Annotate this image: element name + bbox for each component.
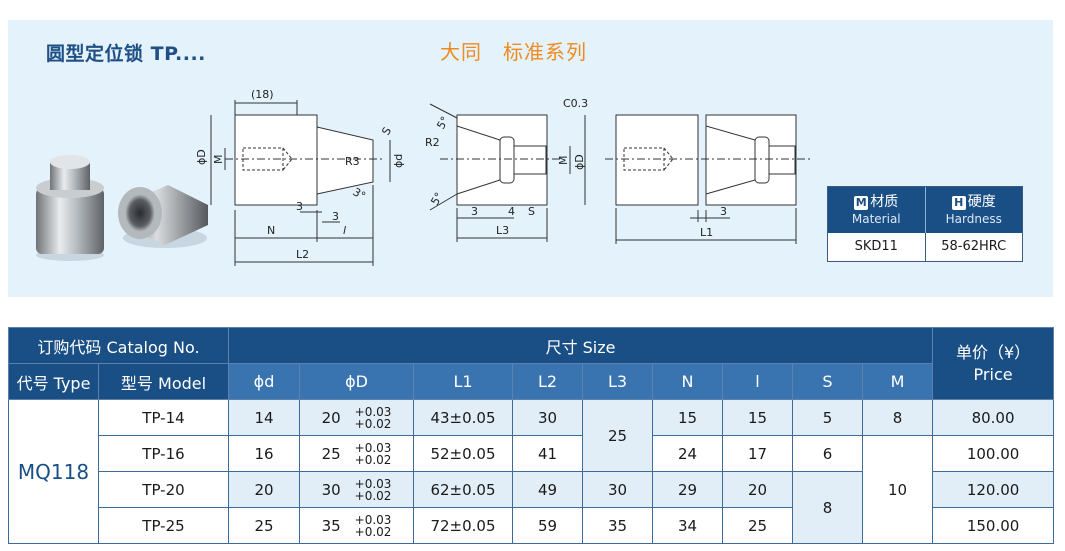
dim-angle-5b-label: 5° [428, 190, 446, 207]
col-N-header: N [652, 363, 723, 400]
N-cell: 24 [652, 435, 723, 472]
model-cell: TP-20 [98, 471, 229, 508]
d-cell: 16 [228, 435, 300, 472]
dim-l-label: l [343, 224, 346, 237]
dim-phiD-label: ϕD [195, 149, 208, 165]
col-d-header: ϕd [228, 363, 300, 400]
L2-cell: 30 [512, 399, 583, 436]
M-cell-merged: 10 [861, 435, 934, 544]
col-S-header: S [792, 363, 863, 400]
D-cell: 30+0.03+0.02 [299, 471, 414, 508]
D-cell: 35+0.03+0.02 [299, 507, 414, 544]
table-row: TP-16 16 25+0.03+0.02 52±0.05 41 24 17 6… [9, 435, 1055, 544]
d-cell: 25 [228, 507, 300, 544]
dim-L3-label: L3 [496, 224, 509, 237]
dim-M2-label: M [557, 156, 570, 166]
model-cell: TP-25 [98, 507, 229, 544]
col-M-header: M [861, 363, 934, 400]
L1-cell: 43±0.05 [413, 399, 513, 436]
col-D-header: ϕD [299, 363, 414, 400]
col-L1-header: L1 [413, 363, 513, 400]
d-cell: 20 [228, 471, 300, 508]
price-cell: 150.00 [932, 507, 1055, 544]
dim-phid-label: ϕd [392, 154, 405, 168]
L3-cell: 30 [582, 471, 653, 508]
catalog-no-header: 订购代码 Catalog No. [8, 327, 229, 364]
L3-cell-merged: 25 [582, 399, 653, 472]
L3-cell: 35 [582, 507, 653, 544]
dim-R3-label: R3 [345, 155, 360, 168]
series-title: 大同 标准系列 [440, 40, 587, 64]
type-value: MQ118 [8, 399, 99, 544]
product-title: 圆型定位锁 TP.... [46, 43, 206, 65]
technical-drawing: (18) ϕD M R3 ϕd S 3° 3 3 N l L2 C0.3 R2 … [36, 88, 810, 266]
l-cell: 20 [722, 471, 793, 508]
bushing-photo [118, 185, 208, 248]
spec-table: 订购代码 Catalog No. 尺寸 Size 单价（¥） Price 代号 … [8, 327, 1055, 544]
l-cell: 15 [722, 399, 793, 436]
N-cell: 29 [652, 471, 723, 508]
size-header: 尺寸 Size [227, 327, 934, 364]
hardness-value: 58-62HRC [924, 233, 1023, 261]
S-cell: 6 [792, 435, 863, 472]
assembly-drawing [605, 114, 810, 244]
type-header: 代号 Type [8, 363, 99, 400]
dim-3a-label: 3 [296, 200, 303, 213]
price-cell: 80.00 [932, 399, 1055, 436]
D-cell: 25+0.03+0.02 [299, 435, 414, 472]
S-cell: 5 [792, 399, 863, 436]
N-cell: 15 [652, 399, 723, 436]
M-cell: 8 [861, 399, 934, 436]
dim-L2-label: L2 [296, 248, 309, 261]
col-L3-header: L3 [582, 363, 653, 400]
price-header: 单价（¥） Price [932, 327, 1055, 400]
dim-3b-label: 3 [332, 210, 339, 223]
dim-3c-label: 3 [471, 205, 478, 218]
dim-L1-label: L1 [700, 226, 713, 239]
dim-C03-label: C0.3 [563, 97, 588, 110]
l-cell: 17 [722, 435, 793, 472]
material-letter-icon: M [854, 196, 869, 210]
L2-cell: 49 [512, 471, 583, 508]
D-cell: 20+0.03+0.02 [299, 399, 414, 436]
dim-4-label: 4 [508, 205, 515, 218]
pin-photo [36, 155, 104, 261]
hardness-letter-icon: H [951, 196, 966, 210]
dim-R2-label: R2 [425, 136, 440, 149]
S-cell-merged: 8 [792, 471, 863, 544]
L1-cell: 62±0.05 [413, 471, 513, 508]
dim-S-label: S [379, 125, 394, 138]
dim-phiD2-label: ϕD [573, 154, 586, 170]
bushing-drawing [429, 103, 586, 242]
table-row: MQ118 TP-14 14 20+0.03+0.02 43±0.05 30 2… [8, 399, 1055, 544]
L1-cell: 72±0.05 [413, 507, 513, 544]
L2-cell: 59 [512, 507, 583, 544]
l-cell: 25 [722, 507, 793, 544]
dim-18-label: (18) [251, 88, 274, 101]
dim-M-label: M [212, 155, 225, 165]
table-row: TP-20 20 30+0.03+0.02 62±0.05 49 30 29 2… [9, 471, 1055, 544]
model-cell: TP-14 [98, 399, 229, 436]
table-row: TP-25 25 35+0.03+0.02 72±0.05 59 35 34 2… [9, 507, 1055, 544]
dim-N-label: N [267, 224, 275, 237]
dim-angle-5a-label: 5° [434, 114, 452, 131]
model-header: 型号 Model [98, 363, 229, 400]
L1-cell: 52±0.05 [413, 435, 513, 472]
dim-3d-label: 3 [720, 205, 727, 218]
col-L2-header: L2 [512, 363, 583, 400]
pin-drawing [210, 100, 391, 266]
price-cell: 100.00 [932, 435, 1055, 472]
material-value: SKD11 [854, 239, 898, 254]
N-cell: 34 [652, 507, 723, 544]
col-l-header: l [722, 363, 793, 400]
price-cell: 120.00 [932, 471, 1055, 508]
dim-S2-label: S [528, 205, 535, 218]
L2-cell: 41 [512, 435, 583, 472]
dim-angle-3-label: 3° [351, 185, 368, 203]
d-cell: 14 [228, 399, 300, 436]
model-cell: TP-16 [98, 435, 229, 472]
